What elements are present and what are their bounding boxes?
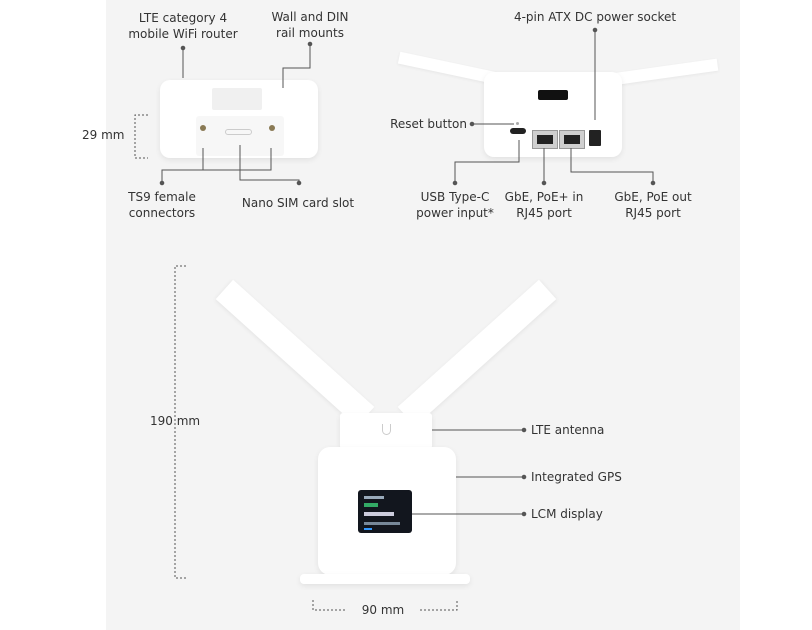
height-190mm-label: 190 mm	[150, 414, 201, 428]
reset-button-label: Reset button	[390, 117, 467, 131]
lte-antenna-label: LTE antenna	[531, 423, 605, 437]
ubiquiti-logo-icon	[382, 424, 391, 435]
router-stand-base	[300, 574, 470, 584]
height-29mm-label: 29 mm	[82, 128, 125, 142]
usb-c-port	[510, 128, 526, 134]
top-display	[538, 90, 568, 100]
antenna-cap	[340, 413, 432, 449]
sim-slot	[225, 129, 252, 135]
dc-socket-label: 4-pin ATX DC power socket	[513, 10, 677, 24]
ts9-connector-right	[269, 125, 275, 131]
router-front-body	[318, 447, 456, 575]
router-side-view	[160, 80, 318, 158]
rj45-poe-out-port	[559, 130, 585, 149]
mount-rail	[212, 88, 262, 110]
width-90mm-label: 90 mm	[361, 603, 405, 617]
ts9-connector-left	[200, 125, 206, 131]
gps-label: Integrated GPS	[531, 470, 622, 484]
router-back-view	[484, 72, 622, 157]
rj45-poe-in-port	[532, 130, 558, 149]
lcm-display	[358, 490, 412, 533]
sim-slot-label: Nano SIM card slot	[241, 196, 355, 210]
dc-power-socket	[589, 130, 601, 146]
lcm-label: LCM display	[531, 507, 603, 521]
reset-pinhole	[516, 122, 519, 125]
